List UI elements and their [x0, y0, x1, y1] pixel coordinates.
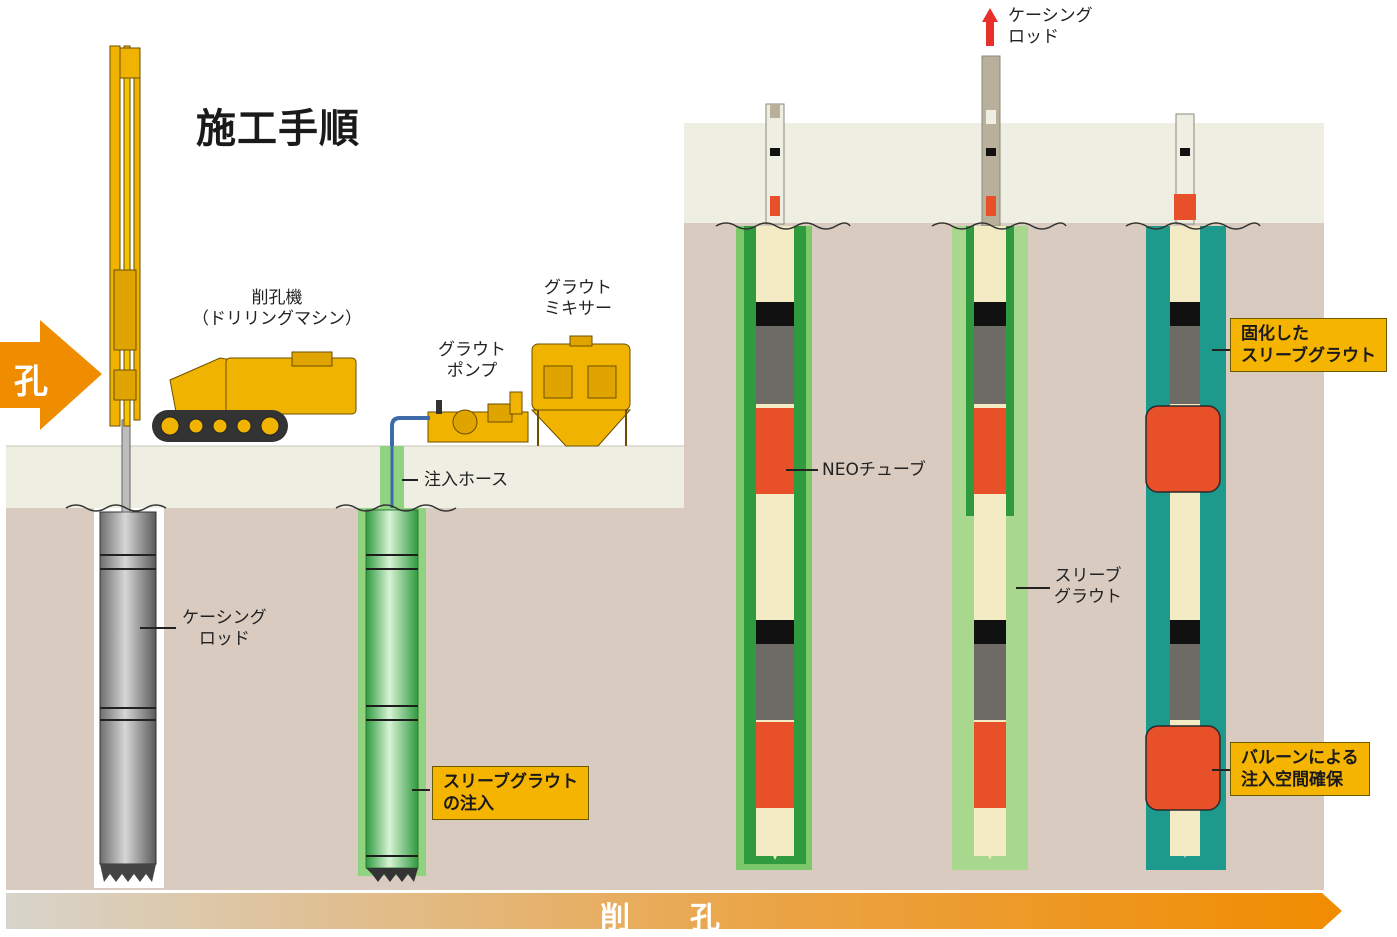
- grout-mixer-label-line1: グラウト: [544, 278, 612, 298]
- sleeve-grout-injection-line1: スリーブグラウト: [443, 772, 578, 792]
- grout-mixer-label-line2: ミキサー: [544, 299, 612, 319]
- casing-rod-top-label-line2: ロッド: [1008, 27, 1059, 47]
- drilling-machine-label-line2: （ドリリングマシン）: [192, 309, 362, 329]
- casing-rod-label-line1: ケーシング: [182, 608, 267, 628]
- grout-pump-label-line1: グラウト: [438, 340, 506, 360]
- hardened-sleeve-grout-line2: スリーブグラウト: [1241, 346, 1376, 366]
- bottom-arrow: [6, 893, 1342, 929]
- casing-rod-label-line2: ロッド: [198, 629, 250, 649]
- drilling-machine-label: 削孔機 （ドリリングマシン）: [192, 288, 362, 330]
- page-title: 施工手順: [196, 106, 360, 152]
- sleeve-grout-injection-line2: の注入: [443, 794, 494, 814]
- balloon-injection-space-line2: 注入空間確保: [1241, 770, 1343, 790]
- grout-pump: [390, 391, 529, 446]
- grout-mixer: [530, 335, 632, 447]
- drilling-machine-label-line1: 削孔機: [251, 288, 303, 308]
- sleeve-grout-label-line2: グラウト: [1054, 587, 1122, 607]
- neo-tube-label: NEOチューブ: [822, 460, 926, 480]
- left-arrow: [0, 320, 102, 430]
- casing-rod-label: ケーシング ロッド: [182, 608, 267, 650]
- sleeve-grout-label: スリーブ グラウト: [1054, 566, 1122, 608]
- hole-5-balloon: [1125, 113, 1261, 870]
- casing-rod-top-label: ケーシング ロッド: [1008, 6, 1093, 48]
- balloon-injection-space-line1: バルーンによる: [1241, 748, 1359, 768]
- balloon-injection-space-callout: バルーンによる 注入空間確保: [1230, 742, 1370, 796]
- hardened-sleeve-grout-line1: 固化した: [1241, 324, 1309, 344]
- drilling-machine: [109, 45, 357, 442]
- left-arrow-label: 孔: [14, 362, 48, 402]
- surface-layer-right: [684, 123, 1324, 225]
- hole-2-grout-injection: [335, 430, 457, 882]
- hole-1-casing: [65, 419, 176, 888]
- hardened-sleeve-grout-callout: 固化した スリーブグラウト: [1230, 318, 1387, 372]
- injection-hose-label: 注入ホース: [424, 470, 509, 490]
- hole-4-casing-withdrawal: [931, 8, 1067, 870]
- casing-rod-top-label-line1: ケーシング: [1008, 6, 1093, 26]
- grout-pump-label: グラウト ポンプ: [438, 340, 506, 382]
- sleeve-grout-injection-callout: スリーブグラウト の注入: [432, 766, 589, 820]
- sleeve-grout-label-line1: スリーブ: [1054, 566, 1122, 586]
- bottom-arrow-label: 削孔: [600, 901, 780, 936]
- grout-pump-label-line2: ポンプ: [446, 361, 498, 381]
- surface-layer-left: [6, 446, 686, 510]
- hole-3-neo-tube: [715, 103, 851, 870]
- grout-mixer-label: グラウト ミキサー: [544, 278, 612, 320]
